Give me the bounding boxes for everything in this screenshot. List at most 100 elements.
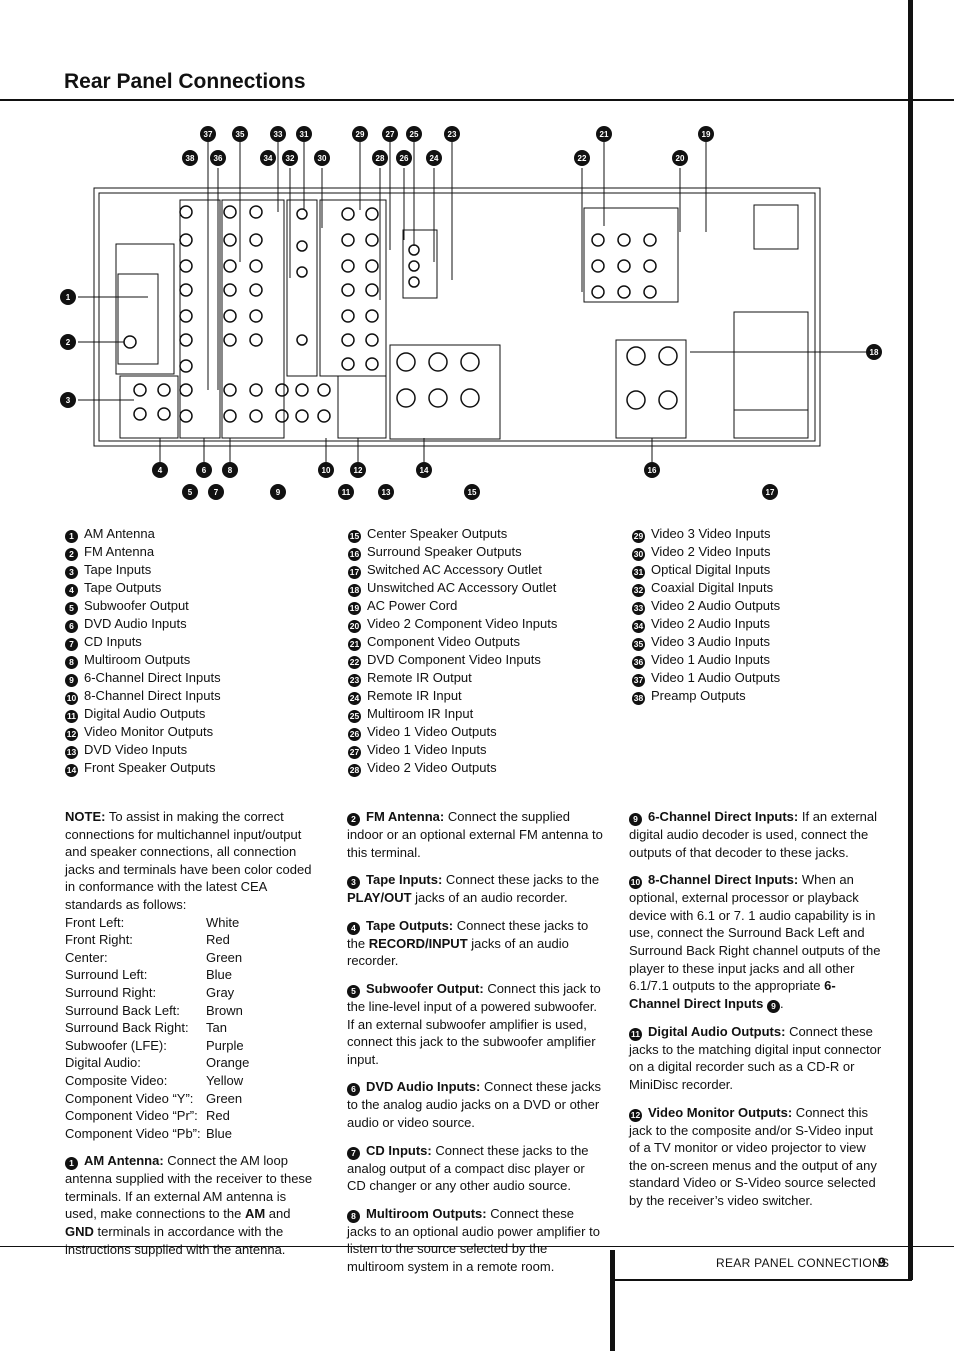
footer-section-title: REAR PANEL CONNECTIONS <box>716 1256 890 1270</box>
legend-item: 14 Front Speaker Outputs <box>65 759 221 777</box>
callout-number: 4 <box>65 584 78 597</box>
legend-item: 35 Video 3 Audio Inputs <box>632 633 780 651</box>
svg-text:29: 29 <box>356 130 365 139</box>
legend-label: Tape Outputs <box>84 580 162 595</box>
svg-text:4: 4 <box>158 466 163 475</box>
color-row: Component Video “Y”:Green <box>65 1090 243 1106</box>
callout-number: 30 <box>632 548 645 561</box>
callout-number: 9 <box>766 999 780 1013</box>
svg-text:2: 2 <box>66 338 71 347</box>
legend-label: Switched AC Accessory Outlet <box>367 562 542 577</box>
legend-label: Front Speaker Outputs <box>84 760 216 775</box>
legend-label: 8-Channel Direct Inputs <box>84 688 221 703</box>
callout-number: 31 <box>632 566 645 579</box>
legend-label: Video 1 Audio Inputs <box>651 652 771 667</box>
jacks <box>123 205 678 423</box>
callout-number: 6 <box>347 1083 360 1097</box>
svg-text:12: 12 <box>354 466 363 475</box>
callout-number: 29 <box>632 530 645 543</box>
legend-item: 4 Tape Outputs <box>65 579 221 597</box>
legend-label: Center Speaker Outputs <box>367 526 508 541</box>
callout-number: 12 <box>65 728 78 741</box>
page-title: Rear Panel Connections <box>64 70 306 93</box>
legend-label: Tape Inputs <box>84 562 152 577</box>
color-row: Center:Green <box>65 949 243 965</box>
svg-text:25: 25 <box>410 130 419 139</box>
callout-number: 33 <box>632 602 645 615</box>
color-row: Surround Back Right:Tan <box>65 1020 227 1036</box>
svg-text:16: 16 <box>648 466 657 475</box>
legend-label: Video 3 Video Inputs <box>651 526 771 541</box>
footer-rule-right <box>612 1279 912 1281</box>
legend-label: Unswitched AC Accessory Outlet <box>367 580 557 595</box>
svg-text:7: 7 <box>214 488 219 497</box>
color-row: Component Video “Pr”:Red <box>65 1108 230 1124</box>
color-row: Surround Right:Gray <box>65 984 235 1000</box>
callout-lines <box>78 142 866 462</box>
right-edge-bar-bottom <box>610 1250 615 1351</box>
callout-number: 36 <box>632 656 645 669</box>
callout-number: 21 <box>348 638 361 651</box>
svg-text:27: 27 <box>386 130 395 139</box>
text-column-1: NOTE: To assist in making the correct co… <box>65 808 321 1268</box>
color-row: Composite Video:Yellow <box>65 1072 244 1088</box>
right-edge-bar-top <box>908 0 913 1280</box>
callout-number: 22 <box>348 656 361 669</box>
color-row: Surround Left:Blue <box>65 967 233 983</box>
svg-text:24: 24 <box>430 154 439 163</box>
note-text: To assist in making the correct connecti… <box>65 809 312 912</box>
svg-text:34: 34 <box>264 154 273 163</box>
legend-label: Digital Audio Outputs <box>84 706 206 721</box>
legend-label: Video 3 Audio Inputs <box>651 634 771 649</box>
callout-number: 4 <box>347 921 360 935</box>
callout-number: 28 <box>348 764 361 777</box>
callout-number: 35 <box>632 638 645 651</box>
svg-text:19: 19 <box>702 130 711 139</box>
callout-number: 12 <box>629 1108 642 1122</box>
color-row: Front Right:Red <box>65 932 230 948</box>
callout-number: 5 <box>65 602 78 615</box>
svg-text:18: 18 <box>870 348 879 357</box>
callout-number: 10 <box>629 876 642 890</box>
legend-label: Video 2 Video Inputs <box>651 544 771 559</box>
legend-item: 31 Optical Digital Inputs <box>632 561 780 579</box>
callout-number: 1 <box>65 1157 78 1171</box>
legend-label: Component Video Outputs <box>367 634 520 649</box>
legend-item: 30 Video 2 Video Inputs <box>632 543 780 561</box>
svg-text:13: 13 <box>382 488 391 497</box>
svg-text:17: 17 <box>766 488 775 497</box>
legend-label: Video 2 Audio Inputs <box>651 616 771 631</box>
callout-markers: 1 2 3 4 5 6 7 8 9 10 11 12 13 14 15 16 1… <box>60 126 882 500</box>
svg-text:22: 22 <box>578 154 587 163</box>
svg-text:37: 37 <box>204 130 213 139</box>
svg-text:11: 11 <box>342 488 351 497</box>
page-number: 9 <box>878 1254 886 1270</box>
svg-text:15: 15 <box>468 488 477 497</box>
callout-number: 14 <box>65 764 78 777</box>
legend-label: Optical Digital Inputs <box>651 562 771 577</box>
svg-text:31: 31 <box>300 130 309 139</box>
callout-number: 5 <box>347 984 360 998</box>
svg-text:5: 5 <box>188 488 193 497</box>
